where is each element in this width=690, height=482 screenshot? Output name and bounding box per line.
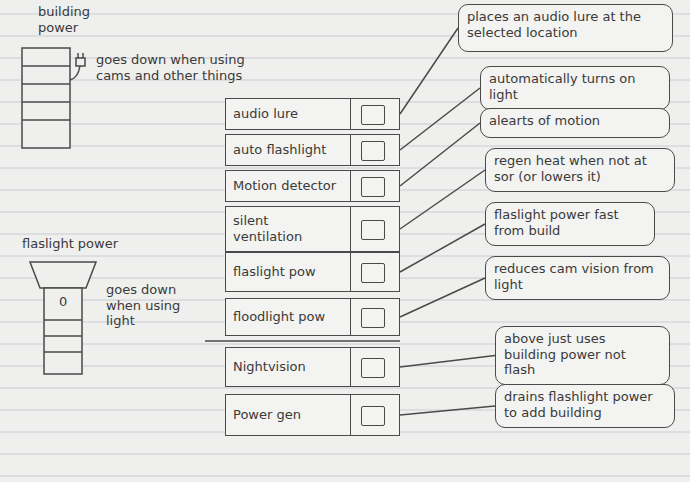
cell-divider — [350, 135, 351, 165]
connector-line — [400, 123, 480, 186]
cell-divider — [350, 99, 351, 129]
callout-bubble: drains flashlight power to add building — [495, 384, 675, 428]
callout-text: flaslight power fast from build — [494, 207, 646, 238]
option-box: Motion detector — [225, 170, 400, 202]
connector-line — [400, 224, 485, 272]
option-box: auto flashlight — [225, 134, 400, 166]
connector-line — [400, 28, 458, 114]
option-box: audio lure — [225, 98, 400, 130]
note-label: goes down when using light — [106, 282, 186, 329]
cell-divider — [350, 171, 351, 201]
callout-text: reduces cam vision from light — [494, 261, 661, 292]
option-name: flaslight pow — [233, 264, 316, 280]
option-box: Nightvision — [225, 347, 400, 387]
option-box: Power gen — [225, 394, 400, 436]
callout-text: alearts of motion — [489, 113, 661, 129]
note-label: 0 — [59, 294, 71, 310]
option-name: Motion detector — [233, 178, 336, 194]
option-name: Power gen — [233, 407, 301, 423]
connector-line — [400, 278, 485, 317]
callout-text: places an audio lure at the selected loc… — [467, 9, 664, 40]
option-box: silent ventilation — [225, 206, 400, 252]
callout-bubble: regen heat when not at sor (or lowers it… — [485, 148, 675, 192]
note-label: goes down when using cams and other thin… — [96, 52, 246, 83]
callout-text: automatically turns on light — [489, 71, 661, 102]
cell-divider — [350, 395, 351, 435]
building-battery — [22, 48, 85, 148]
option-box: flaslight pow — [225, 252, 400, 292]
callout-text: regen heat when not at sor (or lowers it… — [494, 153, 666, 184]
flashlight-drawing — [30, 262, 96, 374]
callout-bubble: alearts of motion — [480, 108, 670, 138]
note-label: flaslight power — [22, 236, 152, 252]
option-name: auto flashlight — [233, 142, 326, 158]
connector-line — [400, 170, 485, 229]
connector-line — [400, 88, 480, 150]
checkbox — [361, 358, 385, 378]
connector-line — [400, 356, 495, 368]
checkbox — [361, 177, 385, 197]
connector-line — [400, 406, 495, 415]
option-name: audio lure — [233, 106, 298, 122]
callout-bubble: places an audio lure at the selected loc… — [458, 4, 673, 52]
note-label: building power — [38, 4, 108, 35]
checkbox — [361, 263, 385, 283]
callout-bubble: reduces cam vision from light — [485, 256, 670, 300]
callout-text: above just uses building power not flash — [504, 331, 661, 378]
checkbox — [361, 105, 385, 125]
checkbox — [361, 141, 385, 161]
checkbox — [361, 308, 385, 328]
option-name: floodlight pow — [233, 309, 325, 325]
option-name: silent ventilation — [233, 213, 339, 244]
separator-line — [205, 340, 400, 342]
cell-divider — [350, 207, 351, 251]
callout-bubble: automatically turns on light — [480, 66, 670, 110]
cell-divider — [350, 253, 351, 291]
checkbox — [361, 406, 385, 426]
option-name: Nightvision — [233, 359, 306, 375]
cell-divider — [350, 348, 351, 386]
checkbox — [361, 220, 385, 240]
option-box: floodlight pow — [225, 298, 400, 336]
callout-bubble: flaslight power fast from build — [485, 202, 655, 246]
callout-bubble: above just uses building power not flash — [495, 326, 670, 385]
callout-text: drains flashlight power to add building — [504, 389, 666, 420]
cell-divider — [350, 299, 351, 335]
